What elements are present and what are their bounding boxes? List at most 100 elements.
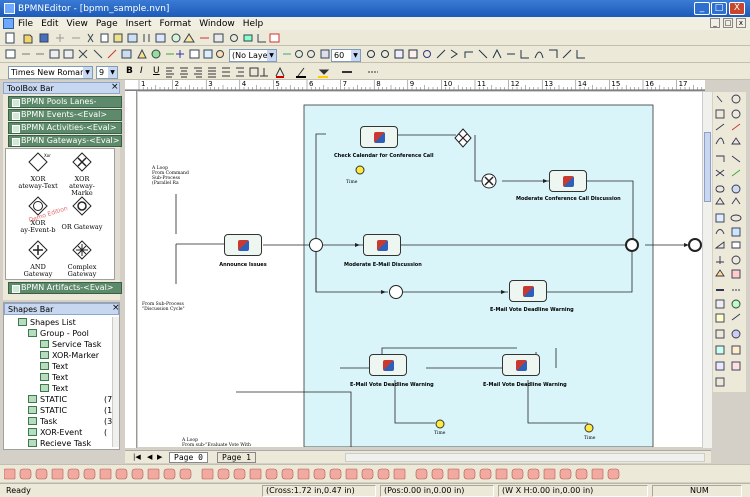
connector-toolbar-icons[interactable] (365, 48, 745, 60)
tree-item-text[interactable]: Text (40, 383, 68, 394)
tree-item-xor-marker[interactable]: XOR-Marker (40, 350, 99, 361)
menu-edit[interactable]: Edit (41, 18, 59, 29)
menu-view[interactable]: View (66, 18, 88, 29)
toolbox-title: ToolBox Bar (3, 82, 120, 94)
menu-page[interactable]: Page (95, 18, 118, 29)
italic-button[interactable]: I (140, 66, 143, 76)
mdi-minimize-button[interactable]: _ (710, 18, 720, 28)
font-name-select[interactable]: Times New Roman ▼ (8, 66, 93, 79)
task-icon (516, 360, 527, 371)
shapes-scrollbar[interactable] (112, 317, 119, 447)
menu-file[interactable]: File (18, 18, 34, 29)
list-icon (18, 318, 27, 326)
tree-item-text[interactable]: Text (40, 361, 68, 372)
toolbox-category-events[interactable]: BPMN Events-<Eval> (8, 109, 122, 121)
mdi-close-button[interactable]: x (736, 18, 746, 28)
shape-tool-icon (447, 468, 460, 480)
toolbox-category-artifacts[interactable]: BPMN Artifacts-<Eval> (8, 282, 122, 294)
list-icon (5, 49, 16, 59)
gateway-label-xor-event: XOR ay-Event-b (20, 219, 56, 234)
task-email-vote-warning[interactable] (502, 354, 540, 376)
tree-item-xor-event[interactable]: XOR-Event (28, 427, 82, 438)
tab-page-1[interactable]: Page 1 (217, 452, 256, 463)
tab-page-0[interactable]: Page 0 (169, 452, 208, 463)
pointer-icon (716, 95, 723, 103)
menu-insert[interactable]: Insert (125, 18, 152, 29)
rotate-icon (93, 49, 103, 59)
gateway-label-or: OR Gateway (61, 223, 103, 231)
tree-item-text[interactable]: Text (40, 372, 68, 383)
tree-item-group-pool[interactable]: Group - Pool (28, 328, 89, 339)
intermediate-event[interactable] (309, 238, 323, 252)
tree-item-shapes-list[interactable]: Shapes List (18, 317, 76, 328)
diagram-canvas[interactable]: Check Calendar for Conference Call Moder… (138, 92, 702, 447)
shape-tool-icon (83, 468, 96, 480)
text-format-icons[interactable] (164, 66, 394, 78)
toolbox-category-activities[interactable]: BPMN Activities-<Eval> (8, 122, 122, 134)
menu-window[interactable]: Window (199, 18, 235, 29)
tree-item-recieve-task[interactable]: Recieve Task (28, 438, 91, 448)
canvas-horizontal-scrollbar[interactable] (345, 453, 705, 462)
menu-format[interactable]: Format (159, 18, 192, 29)
shape-tool-icon (415, 468, 428, 480)
save-icon (39, 33, 49, 43)
bottom-toolbar-icons[interactable] (4, 467, 644, 483)
font-size-select[interactable]: 9 ▼ (96, 66, 118, 79)
gateway-label-xor-text: XOR ateway-Text (18, 175, 58, 190)
minimize-button[interactable]: _ (694, 2, 710, 15)
rect-tool-icon (715, 109, 725, 119)
outdent-icon (236, 67, 244, 77)
layer-select[interactable]: (No Layer) ▼ (229, 49, 277, 62)
canvas-vertical-scrollbar[interactable] (702, 92, 712, 448)
tree-item-static[interactable]: STATIC (28, 394, 67, 405)
zoom-toolbar-icons[interactable] (281, 48, 331, 60)
menu-help[interactable]: Help (242, 18, 264, 29)
task-announce-issues[interactable] (224, 234, 262, 256)
close-button[interactable]: X (729, 2, 745, 15)
shapes-title: Shapes Bar (4, 303, 119, 315)
tree-item-task[interactable]: Task (28, 416, 57, 427)
gateway-label-and: AND Gateway (23, 263, 53, 278)
toolbox-category-gateways[interactable]: BPMN Gateways-<Eval> (8, 135, 122, 147)
gateway-merge[interactable] (625, 238, 639, 252)
first-page-icon[interactable]: |◀ (133, 453, 141, 461)
zoom-select[interactable]: 60 ▼ (331, 49, 361, 62)
shapes-close-icon[interactable]: × (112, 303, 120, 313)
bottom-toolbar (0, 464, 750, 482)
tree-item-service-task[interactable]: Service Task (40, 339, 101, 350)
corner-right-icon (549, 49, 558, 58)
intermediate-event[interactable] (389, 285, 403, 299)
end-event[interactable] (688, 238, 702, 252)
timer-label: Time (584, 436, 596, 441)
task-email-vote-warning[interactable] (369, 354, 407, 376)
task-moderate-conference[interactable] (549, 170, 587, 192)
tree-item-static[interactable]: STATIC (28, 405, 67, 416)
maximize-button[interactable]: □ (711, 2, 727, 15)
subprocess-note: From Sub-Process "Discussion Cycle" (142, 302, 185, 312)
toolbox-category-pools[interactable]: BPMN Pools Lanes-<Eval> (8, 96, 122, 116)
shape-tool-icon (147, 468, 160, 480)
loop-note: A Loop From Command Sub-Process (Paralle… (152, 166, 189, 186)
edit-toolbar-icons[interactable] (4, 48, 226, 60)
page-tool-icon (715, 361, 725, 371)
task-email-vote-warning[interactable] (509, 280, 547, 302)
bold-button[interactable]: B (126, 66, 133, 76)
format-toolbar: Times New Roman ▼ 9 ▼ B I U (0, 63, 750, 80)
scroll-thumb[interactable] (704, 132, 711, 202)
window-title: BPMNEditor - [bpmn_sample.nvn] (18, 3, 170, 14)
connector-tool-icon (731, 155, 741, 163)
underline-button[interactable]: U (153, 66, 160, 76)
status-num: NUM (690, 486, 709, 495)
toolbox-close-icon[interactable]: × (111, 82, 119, 92)
toolbox-scrollbar[interactable] (115, 148, 120, 280)
task-moderate-email[interactable] (363, 234, 401, 256)
task-check-calendar[interactable] (360, 126, 398, 148)
slash-icon (562, 49, 572, 59)
drawing-tools[interactable] (713, 92, 746, 392)
next-page-icon[interactable]: ▶ (157, 453, 163, 461)
standard-toolbar-icons[interactable] (4, 32, 284, 44)
prev-page-icon[interactable]: ◀ (147, 453, 153, 461)
mdi-restore-button[interactable]: □ (723, 18, 733, 28)
shape-tool-icon (179, 468, 192, 480)
